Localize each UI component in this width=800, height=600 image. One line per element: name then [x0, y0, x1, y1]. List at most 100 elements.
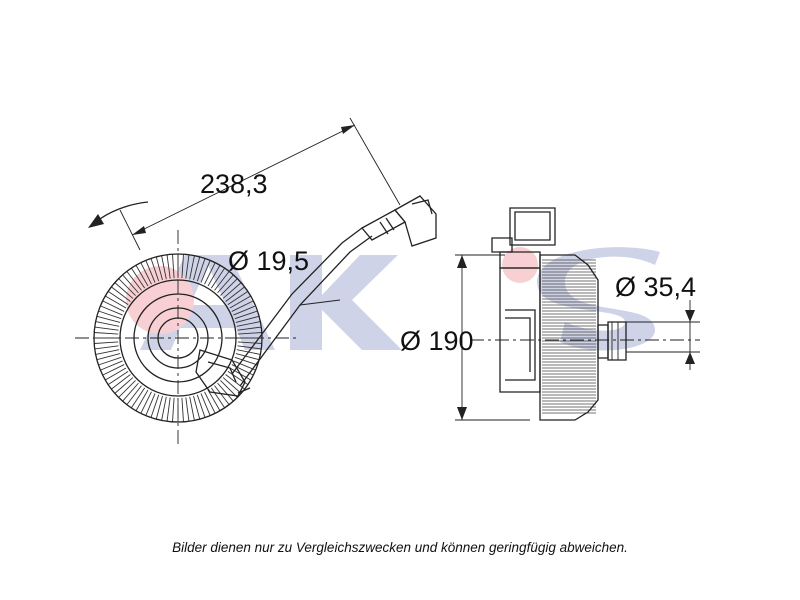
fin-line [98, 356, 122, 366]
fin-line [196, 394, 206, 418]
fin-line [196, 258, 206, 282]
fin-line [225, 286, 245, 302]
fin-line [105, 367, 127, 381]
fin-line [210, 267, 226, 289]
fin-line [94, 326, 119, 331]
fin-line [94, 332, 119, 335]
fin-line [236, 321, 261, 327]
fin-line [140, 262, 152, 285]
fin-line [237, 326, 262, 331]
fin-line [94, 345, 119, 350]
fan-diameter-label: Ø 190 [400, 326, 474, 356]
fin-line [100, 305, 123, 316]
fin-line [100, 360, 123, 371]
fin-line [95, 349, 120, 355]
fin-line [185, 397, 190, 422]
fin-line [181, 397, 184, 422]
fin-line [130, 387, 146, 409]
fin-line [107, 370, 129, 386]
fin-line [98, 310, 122, 320]
fin-line [145, 393, 156, 416]
fin-line [166, 397, 171, 422]
fin-line [140, 391, 152, 414]
dimension-hub-diameter: Ø 35,4 [615, 272, 700, 370]
fin-line [111, 286, 131, 302]
fin-line [114, 377, 134, 394]
fin-line [161, 396, 167, 421]
fin-line [231, 300, 254, 312]
fin-line [96, 353, 121, 361]
fin-line [200, 393, 211, 416]
fin-line [214, 271, 230, 291]
hose-diameter-label: Ø 19,5 [228, 246, 309, 276]
fin-line [193, 395, 201, 420]
fin-line [225, 374, 245, 390]
fin-line [96, 315, 121, 323]
fin-line [217, 274, 234, 294]
fin-line [122, 382, 139, 402]
fin-line [207, 265, 221, 287]
fin-line [145, 260, 156, 283]
fin-line [193, 256, 201, 281]
fin-line [126, 385, 142, 405]
fin-line [237, 341, 262, 344]
fin-line [220, 380, 238, 398]
fin-line [161, 255, 167, 280]
fin-line [204, 391, 216, 414]
fin-line [229, 295, 251, 309]
fin-line [233, 360, 256, 371]
fin-line [189, 396, 195, 421]
fin-line [172, 254, 175, 279]
fin-line [95, 321, 120, 327]
fin-line [150, 394, 160, 418]
sensor-cable [231, 195, 437, 394]
fin-line [237, 332, 262, 335]
fin-line [235, 353, 260, 361]
dimension-fan-diameter: Ø 190 [400, 254, 530, 421]
fin-line [135, 265, 149, 287]
fin-line [222, 377, 242, 394]
fin-line [234, 310, 258, 320]
fin-line [135, 389, 149, 411]
disclaimer-caption: Bilder dienen nur zu Vergleichszwecken u… [172, 540, 628, 555]
fin-line [181, 254, 184, 279]
fin-line [118, 380, 136, 398]
fin-line [207, 389, 221, 411]
cooling-fins [94, 254, 262, 422]
fin-line [185, 254, 190, 279]
fin-line [102, 364, 125, 376]
fin-line [102, 300, 125, 312]
fan-clutch-side-view [470, 207, 700, 421]
fin-line [227, 290, 249, 306]
fin-line [210, 387, 226, 409]
fin-line [172, 397, 175, 422]
hub-diameter-label: Ø 35,4 [615, 272, 696, 302]
dimension-hose-diameter: Ø 19,5 [228, 246, 341, 306]
rotation-arrow-icon [88, 201, 149, 228]
fin-line [220, 278, 238, 296]
fin-line [200, 260, 211, 283]
dimension-length: 238,3 [119, 117, 401, 251]
fin-line [105, 295, 127, 309]
length-label: 238,3 [200, 169, 268, 199]
fin-line [107, 290, 129, 306]
cable-plug [360, 195, 437, 247]
fin-line [217, 382, 234, 402]
fin-line [94, 341, 119, 344]
fin-line [233, 305, 256, 316]
fin-line [111, 374, 131, 390]
fin-line [166, 254, 171, 279]
fin-line [222, 282, 242, 299]
fin-line [126, 271, 142, 291]
side-fins [542, 259, 596, 414]
fin-line [237, 345, 262, 350]
fin-line [130, 267, 146, 289]
watermark-logo [126, 247, 660, 351]
fin-line [214, 385, 230, 405]
fin-line [114, 282, 134, 299]
fin-line [235, 315, 260, 323]
fin-line [118, 278, 136, 296]
fin-line [155, 395, 163, 420]
fin-line [122, 274, 139, 294]
